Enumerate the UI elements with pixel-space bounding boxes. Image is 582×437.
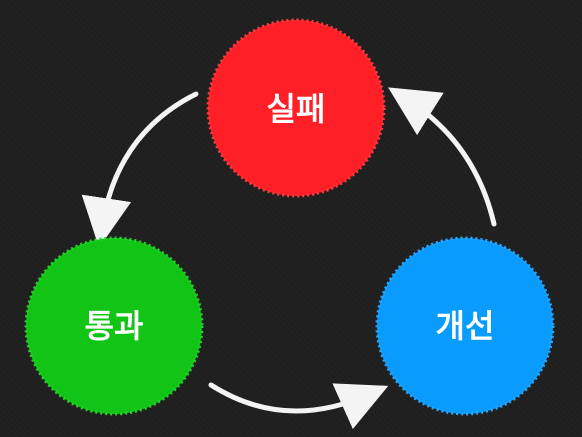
arrow-fail-to-pass (81, 91, 199, 248)
arrow-pass-to-improve (208, 382, 389, 430)
node-pass: 통과 (24, 236, 204, 416)
node-pass-label: 통과 (85, 307, 144, 345)
node-improve: 개선 (375, 236, 555, 416)
node-fail-label: 실패 (267, 90, 326, 128)
node-improve-circle (375, 236, 555, 416)
node-fail-circle (206, 18, 386, 198)
node-improve-label: 개선 (436, 307, 495, 345)
node-pass-circle (24, 236, 204, 416)
node-fail: 실패 (206, 18, 386, 198)
arrow-improve-to-fail (388, 87, 497, 227)
